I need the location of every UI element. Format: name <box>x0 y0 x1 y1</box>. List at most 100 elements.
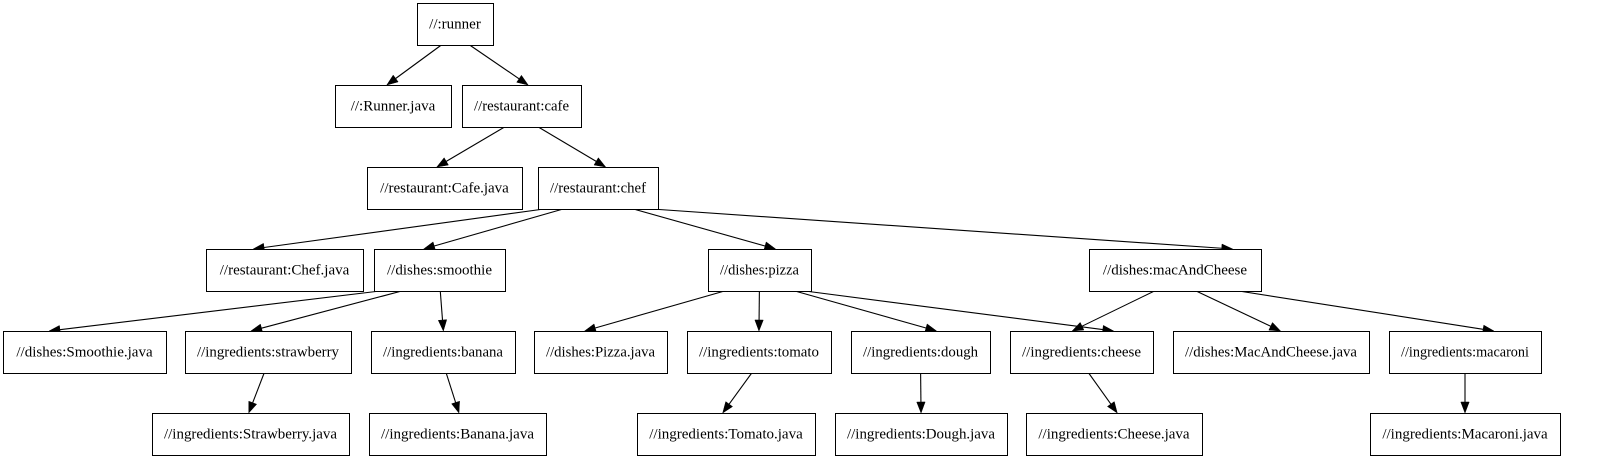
node-box <box>1370 413 1561 456</box>
edge-arrowhead <box>924 323 938 333</box>
node-box <box>152 413 350 456</box>
node-box <box>1026 413 1203 456</box>
edge-line <box>1238 290 1484 330</box>
node-label: //restaurant:Chef.java <box>220 262 350 278</box>
node-label: //dishes:Pizza.java <box>546 344 655 360</box>
graph-node-ing_tomato_java[interactable]: //ingredients:Tomato.java <box>637 413 816 456</box>
edge-line <box>252 372 265 403</box>
node-label: //ingredients:Macaroni.java <box>1382 426 1548 442</box>
edge-arrowhead <box>451 400 460 414</box>
edge-line <box>1081 290 1155 327</box>
node-box <box>835 413 1008 456</box>
node-label: //:runner <box>429 16 481 32</box>
edge-line <box>469 44 520 80</box>
graph-node-ing_banana[interactable]: //ingredients:banana <box>371 331 516 374</box>
graph-node-ing_banana_java[interactable]: //ingredients:Banana.java <box>369 413 547 456</box>
edge-line <box>1195 290 1271 327</box>
node-box <box>1010 331 1154 374</box>
node-label: //ingredients:banana <box>383 344 503 360</box>
graph-node-dishes_macandcheese_java[interactable]: //dishes:MacAndCheese.java <box>1173 331 1370 374</box>
node-box <box>371 331 516 374</box>
graph-node-ing_tomato[interactable]: //ingredients:tomato <box>687 331 832 374</box>
node-label: //ingredients:Strawberry.java <box>164 426 337 442</box>
edge-line <box>728 372 753 405</box>
node-box <box>687 331 832 374</box>
node-label: //dishes:smoothie <box>387 262 492 278</box>
graph-node-dishes_smoothie[interactable]: //dishes:smoothie <box>374 249 506 292</box>
graph-node-ing_macaroni_java[interactable]: //ingredients:Macaroni.java <box>1370 413 1561 456</box>
edge-arrowhead <box>422 241 436 251</box>
graph-node-ing_macaroni[interactable]: //ingredients:macaroni <box>1389 331 1542 374</box>
edge-line <box>439 290 444 321</box>
edge-arrowhead <box>1460 401 1470 414</box>
node-label: //dishes:macAndCheese <box>1103 262 1247 278</box>
graph-node-runner[interactable]: //:runner <box>417 3 494 46</box>
edge-line <box>1088 372 1112 405</box>
graph-node-dishes_pizza_java[interactable]: //dishes:Pizza.java <box>534 331 668 374</box>
edge-arrowhead <box>763 241 777 251</box>
edge-line <box>59 290 381 331</box>
graph-node-ing_dough[interactable]: //ingredients:dough <box>851 331 991 374</box>
edge-arrowhead <box>583 323 597 333</box>
node-label: //ingredients:Dough.java <box>847 426 995 442</box>
node-label: //ingredients:Tomato.java <box>649 426 803 442</box>
node-label: //ingredients:cheese <box>1022 344 1141 360</box>
node-label: //dishes:pizza <box>720 262 799 278</box>
graph-node-ing_strawberry[interactable]: //ingredients:strawberry <box>185 331 352 374</box>
node-box <box>206 249 364 292</box>
edge-line <box>395 44 442 79</box>
edge-line <box>633 208 766 247</box>
edge-arrowhead <box>1071 321 1085 332</box>
node-box <box>1173 331 1370 374</box>
node-label: //ingredients:dough <box>863 344 978 360</box>
graph-node-runner_java[interactable]: //:Runner.java <box>335 85 452 128</box>
edge-line <box>445 372 457 403</box>
nodes-layer: //:runner //:Runner.java //restaurant:cafe… <box>3 3 1561 456</box>
graph-node-ing_cheese_java[interactable]: //ingredients:Cheese.java <box>1026 413 1203 456</box>
graph-node-ing_dough_java[interactable]: //ingredients:Dough.java <box>835 413 1008 456</box>
edge-arrowhead <box>248 400 258 414</box>
edge-line <box>445 126 505 162</box>
graph-node-restaurant_chef_java[interactable]: //restaurant:Chef.java <box>206 249 364 292</box>
graph-node-restaurant_cafe[interactable]: //restaurant:cafe <box>462 85 582 128</box>
graph-node-dishes_smoothie_java[interactable]: //dishes:Smoothie.java <box>3 331 167 374</box>
node-label: //restaurant:chef <box>550 180 646 196</box>
node-label: //ingredients:strawberry <box>197 344 339 360</box>
node-label: //restaurant:cafe <box>474 98 569 114</box>
node-box <box>1089 249 1262 292</box>
edge-line <box>261 290 402 329</box>
graph-node-dishes_macandcheese[interactable]: //dishes:macAndCheese <box>1089 249 1262 292</box>
node-label: //dishes:MacAndCheese.java <box>1185 344 1357 360</box>
edge-arrowhead <box>437 319 448 332</box>
node-box <box>534 331 668 374</box>
node-box <box>637 413 816 456</box>
node-label: //restaurant:Cafe.java <box>380 180 509 196</box>
graph-node-restaurant_cafe_java[interactable]: //restaurant:Cafe.java <box>367 167 523 210</box>
edge-arrowhead <box>593 157 607 168</box>
edge-line <box>651 208 1222 249</box>
node-box <box>367 167 523 210</box>
edge-arrowhead <box>436 157 449 168</box>
graph-node-dishes_pizza[interactable]: //dishes:pizza <box>708 249 812 292</box>
edge-arrowhead <box>386 74 399 86</box>
graph-node-restaurant_chef[interactable]: //restaurant:chef <box>538 167 659 210</box>
edge-arrowhead <box>722 401 734 414</box>
node-box <box>708 249 812 292</box>
node-label: //dishes:Smoothie.java <box>16 344 153 360</box>
edge-arrowhead <box>1106 401 1118 414</box>
node-box <box>374 249 506 292</box>
edge-arrowhead <box>1268 322 1282 332</box>
edge-arrowhead <box>754 319 764 332</box>
graph-node-ing_cheese[interactable]: //ingredients:cheese <box>1010 331 1154 374</box>
node-box <box>185 331 352 374</box>
node-box <box>335 85 452 128</box>
edge-line <box>434 208 564 247</box>
node-label: //:Runner.java <box>351 98 436 114</box>
edge-line <box>263 208 545 249</box>
graph-node-ing_strawberry_java[interactable]: //ingredients:Strawberry.java <box>152 413 350 456</box>
node-box <box>851 331 991 374</box>
node-box <box>538 167 659 210</box>
edge-line <box>794 290 927 329</box>
